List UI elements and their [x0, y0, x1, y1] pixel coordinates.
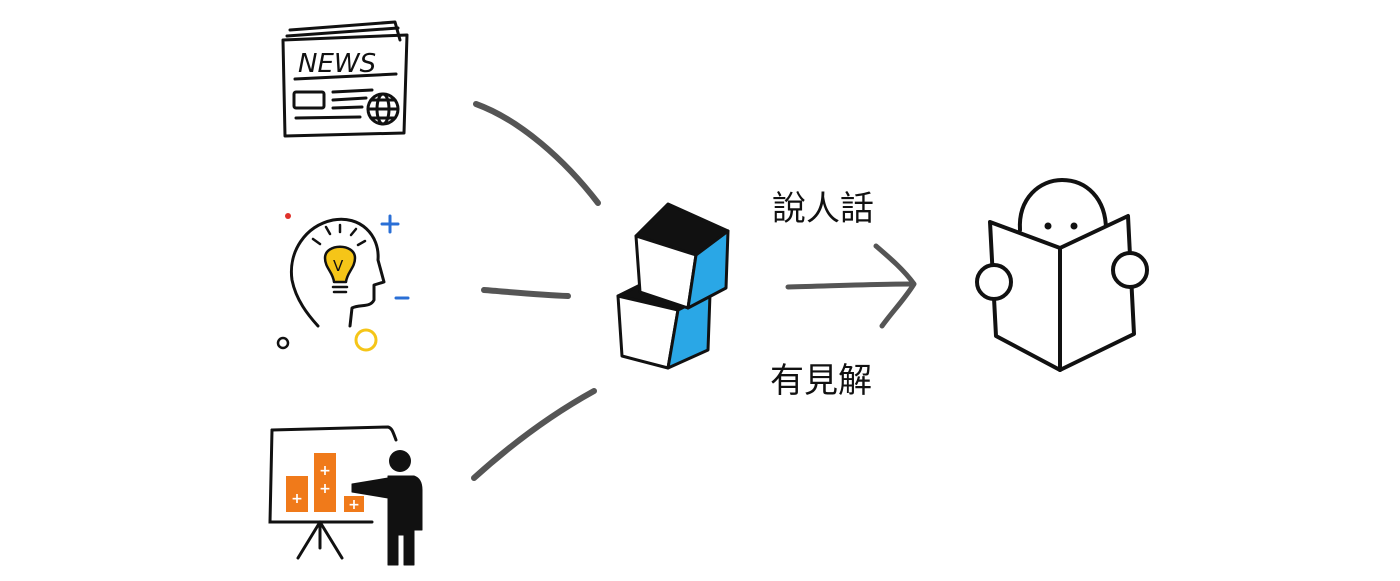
- chart-bar: [286, 476, 308, 512]
- plus-icon: [380, 214, 400, 234]
- reader-with-book-icon: [975, 178, 1149, 372]
- chart-bar: [344, 496, 364, 512]
- bar-plus-label: +: [348, 497, 360, 513]
- arrow-bottom-label: 有見解: [770, 361, 872, 401]
- bar-plus-label: +: [319, 481, 331, 497]
- connector-news: [473, 101, 601, 206]
- chart-bar: [314, 453, 336, 512]
- connector-lines: [471, 101, 601, 481]
- newspaper-icon: NEWS: [281, 20, 409, 138]
- arrow-top-label: 說人話: [772, 189, 874, 229]
- small-circle-icon: [276, 336, 290, 350]
- presenter-chart-icon: + + + +: [268, 425, 423, 566]
- news-headline: NEWS: [298, 49, 376, 79]
- bar-plus-label: +: [319, 463, 331, 479]
- yellow-circle-icon: [354, 328, 378, 352]
- arrow-icon: [785, 243, 917, 329]
- stacked-cubes-icon: [616, 202, 730, 370]
- connector-insight: [481, 287, 571, 299]
- red-dot-icon: [285, 213, 291, 219]
- bar-plus-label: +: [291, 491, 303, 507]
- connector-presentation: [471, 388, 597, 481]
- bulb-letter: V: [333, 257, 344, 275]
- lightbulb-head-icon: V: [276, 213, 410, 352]
